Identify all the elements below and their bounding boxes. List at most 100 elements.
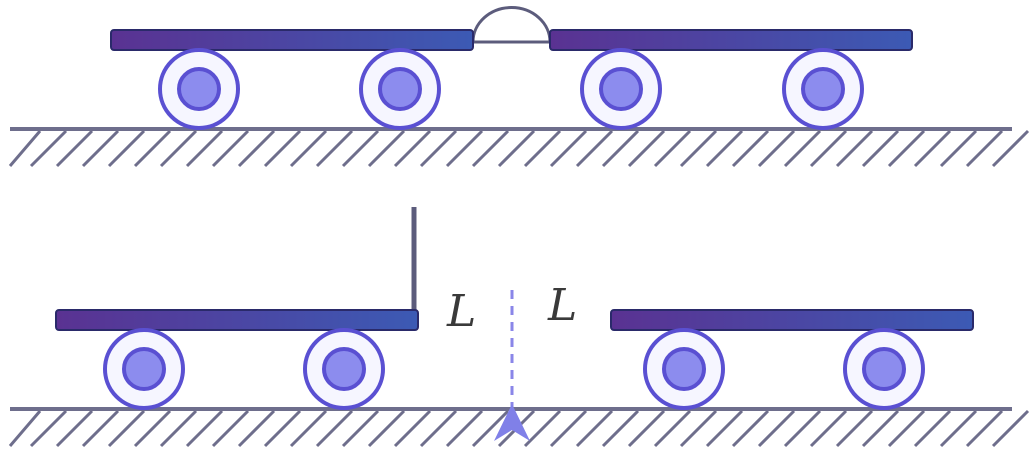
ground-hatch-line [913,409,952,448]
ground-hatch-line [575,129,614,168]
gap-label-left: L [446,286,476,337]
wheel-icon [303,328,385,410]
ground-hatch-line [263,129,302,168]
ground-hatch-line [367,409,406,448]
ground-hatch-line [81,129,120,168]
bottom-scene: L L [8,207,1030,448]
cart-platform [610,309,974,331]
ground-hatch-line [705,409,744,448]
ground-hatch-line [419,129,458,168]
ground-hatch-line [159,129,198,168]
ground-hatch-line [237,129,276,168]
ground-bottom [8,407,1030,448]
wheel-icon [158,48,240,130]
ground-hatch-line [783,409,822,448]
ground-hatch-line [315,129,354,168]
ground-hatch-line [835,409,874,448]
cart-top-right [549,29,913,130]
ground-hatch-line [965,409,1004,448]
ground-hatch-line [445,409,484,448]
ground-hatch-line [8,130,42,167]
ground-hatch-line [211,129,250,168]
ground-hatch-line [523,409,562,448]
ground-hatch-line [939,129,978,168]
ground-hatch-line [315,409,354,448]
ground-hatch-line [991,409,1030,448]
ground-hatch-line [861,409,900,448]
ground-hatch-line [159,409,198,448]
ground-hatch-line [471,129,510,168]
ground-hatch-line [601,129,640,168]
wheel-icon [359,48,441,130]
ground-hatch-line [185,129,224,168]
ground-hatch-line [211,409,250,448]
ground-hatch-line [549,129,588,168]
cart-platform [55,309,419,331]
ground-hatch-line [757,409,796,448]
ground-hatch-line [965,129,1004,168]
ground-hatch-line [289,409,328,448]
ground-hatch-line [133,409,172,448]
wheel-icon [782,48,864,130]
ground-hatch-line [653,409,692,448]
ground-hatch-line [601,409,640,448]
wheel-icon [103,328,185,410]
ground-hatch-line [263,409,302,448]
ground-hatch-line [783,129,822,168]
ground-hatch-line [913,129,952,168]
ground-hatch-line [185,409,224,448]
ground-hatch-line [653,129,692,168]
ground-hatch-line [731,129,770,168]
ground-hatch-line [731,409,770,448]
ground-top [8,127,1030,168]
ground-hatch-line [627,129,666,168]
ground-hatch-line [887,129,926,168]
ground-hatch-line [133,129,172,168]
ground-hatch-line [627,409,666,448]
ground-hatch-line [991,129,1030,168]
ground-hatch-line [939,409,978,448]
ground-hatch-line [237,409,276,448]
ground-hatch-line [341,409,380,448]
ground-hatch-line [367,129,406,168]
gap-label-right: L [547,280,577,331]
ground-hatch-line [497,129,536,168]
ground-hatch-line [757,129,796,168]
ground-hatch-line [445,129,484,168]
cart-bottom-right [610,309,974,410]
ground-hatch-line [55,129,94,168]
ground-hatch-line [861,129,900,168]
ground-hatch-line [549,409,588,448]
ground-hatch-line [809,129,848,168]
ground-hatch-line [523,129,562,168]
ground-hatch-line [393,409,432,448]
cart-top-left [110,29,474,130]
ground-hatch-line [471,409,510,448]
ground-hatch-line [341,129,380,168]
ground-hatch-line [107,409,146,448]
ground-hatch-line [29,129,68,168]
semicircular-hinge-icon [471,6,552,44]
upward-arrow-icon [494,404,530,441]
ground-hatch-line [679,409,718,448]
wheel-icon [643,328,725,410]
ground-hatch-line [835,129,874,168]
ground-hatch-line [55,409,94,448]
cart-bottom-left [55,207,419,410]
ground-hatch-line [809,409,848,448]
ground-hatch-line [575,409,614,448]
wheel-icon [843,328,925,410]
ground-hatch-line [289,129,328,168]
top-scene [8,6,1030,168]
wheel-icon [580,48,662,130]
ground-hatch-line [107,129,146,168]
ground-hatch-line [393,129,432,168]
ground-hatch-line [8,410,42,447]
cart-platform [549,29,913,51]
ground-hatch-line [679,129,718,168]
ground-hatch-line [887,409,926,448]
ground-hatch-line [29,409,68,448]
ground-hatch-line [81,409,120,448]
ground-hatch-line [419,409,458,448]
